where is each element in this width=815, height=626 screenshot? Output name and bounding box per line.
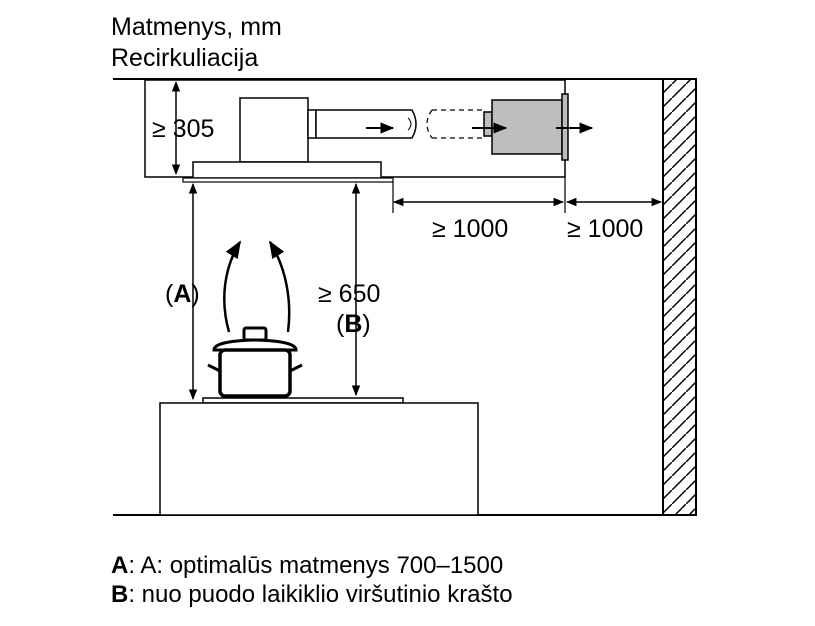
legend-item-a: A: A: optimalūs matmenys 700–1500: [111, 552, 504, 579]
cooking-pot-icon: [207, 326, 303, 398]
legend-item-b: B: nuo puodo laikiklio viršutinio krašto: [111, 581, 513, 608]
wall: [662, 78, 697, 516]
diagram-subtitle: Recirkuliacija: [111, 44, 259, 72]
duct-extension-dashed: [426, 109, 482, 139]
steam-arrow-right: [268, 240, 291, 333]
dim-min-height-label: ≥ 650: [318, 280, 380, 308]
dim-wall-gap-label: ≥ 1000: [567, 215, 643, 243]
diagram-title: Matmenys, mm: [111, 13, 282, 41]
steam-arrow-left: [223, 240, 242, 333]
duct-connector: [307, 109, 317, 139]
module-connector: [483, 111, 493, 137]
hood-canopy: [192, 161, 382, 179]
hood-bottom-panel: [182, 177, 394, 183]
hood-motor-housing: [239, 97, 309, 163]
dim-b-label: (B): [336, 310, 371, 338]
dim-a-label: (A): [165, 280, 200, 308]
duct-pipe: [315, 109, 417, 139]
dim-duct-gap-label: ≥ 1000: [432, 215, 508, 243]
kitchen-counter: [159, 402, 479, 516]
dim-ceiling-height-label: ≥ 305: [152, 115, 214, 143]
